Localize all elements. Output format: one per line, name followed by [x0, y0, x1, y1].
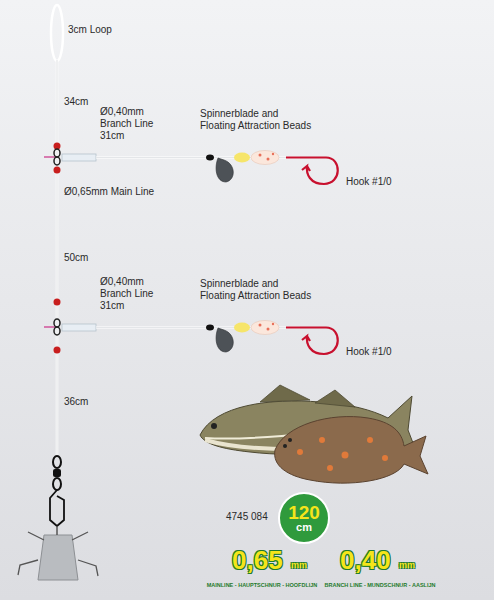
line-spec: BRANCH LINE - MUNDSCHNUR - AASLIJN: [324, 582, 435, 589]
dimension-label: Hook #1/0: [346, 346, 392, 358]
loop: [51, 5, 63, 61]
main-line-edge: [57, 60, 58, 455]
dimension-label: 36cm: [64, 396, 88, 408]
dimension-label: 3cm Loop: [68, 24, 112, 36]
main-line: [56, 60, 59, 455]
line-spec: mm: [291, 560, 307, 571]
dimension-label: Ø0,65mm Main Line: [64, 186, 154, 198]
dimension-label: Hook #1/0: [346, 176, 392, 188]
dimension-label: Spinnerblade and Floating Attraction Bea…: [200, 278, 316, 302]
swivel-and-lead: [18, 456, 98, 580]
article-number: 4745 084: [226, 511, 268, 523]
line-spec: MAINLINE - HAUPTSCHNUR - HOOFDLIJN: [207, 582, 318, 589]
line-spec: 0,40: [340, 545, 391, 576]
flounder-illustration: [275, 417, 428, 484]
dimension-label: Ø0,40mm Branch Line 31cm: [100, 276, 158, 312]
branch: [44, 299, 338, 355]
dimension-label: Ø0,40mm Branch Line 31cm: [100, 106, 158, 142]
line-spec: mm: [399, 560, 415, 571]
line-spec: 0,65: [232, 545, 283, 576]
length-value: 120: [288, 503, 320, 522]
dimension-label: 50cm: [64, 252, 88, 264]
dimension-label: Spinnerblade and Floating Attraction Bea…: [200, 108, 316, 132]
length-unit: cm: [296, 522, 312, 533]
branch: [44, 143, 338, 185]
dimension-label: 34cm: [64, 96, 88, 108]
length-badge: 120cm: [278, 492, 330, 544]
